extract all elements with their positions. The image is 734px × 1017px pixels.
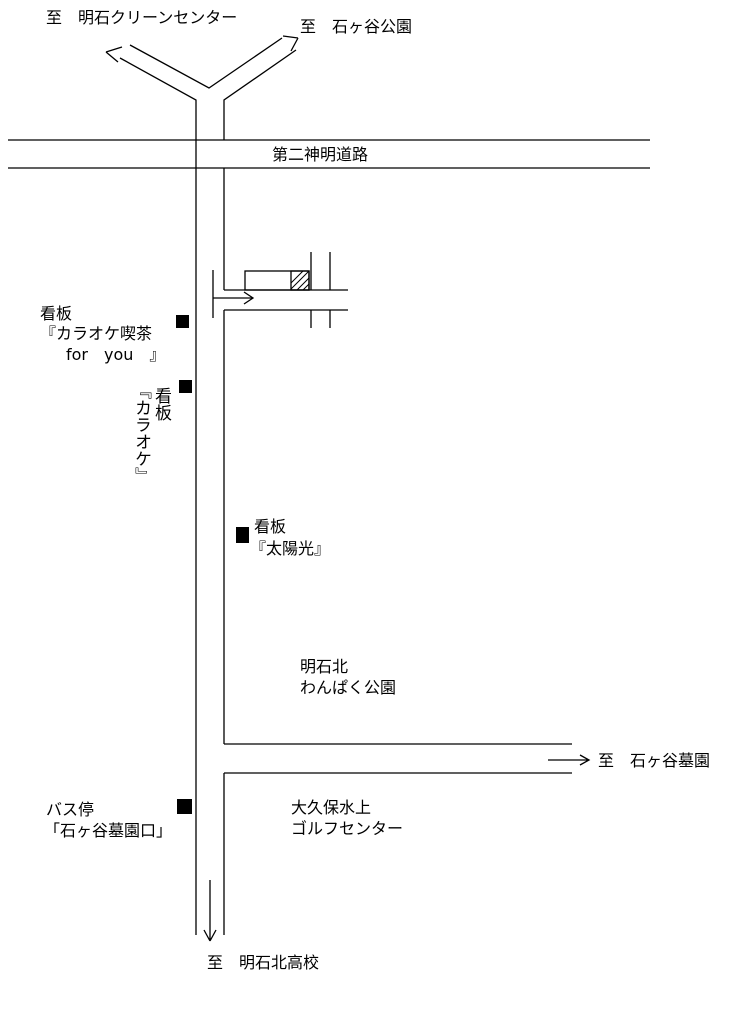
golf-label-line1: 大久保水上 [291,798,372,817]
hatch-lines [290,270,310,291]
sign-for-you-line1: 『カラオケ喫茶 [40,324,153,343]
sign-for-you-title: 看板 [40,304,73,323]
highway-label: 第二神明道路 [272,145,369,164]
sign-for-you-marker [176,315,189,328]
entrance-arrow [212,270,255,318]
south-arrow [203,880,217,942]
park-label-line2: わんぱく公園 [300,678,397,697]
bus-stop-marker [177,799,192,814]
golf-label-line2: ゴルフセンター [291,819,404,838]
destination-right-label: 至 石ヶ谷墓園 [598,751,711,770]
bus-stop-label-line1: バス停 [46,800,95,819]
destination-bottom-label: 至 明石北高校 [207,953,320,972]
sign-taiyoko-title: 看板 [254,517,287,536]
destination-top-left-label: 至 明石クリーンセンター [46,8,238,27]
fork-right-outer [223,49,297,110]
sign-karaoke-title: 看板 [151,387,171,421]
park-label-line1: 明石北 [300,657,349,676]
sign-taiyoko-marker [236,527,249,543]
bus-stop-label-line2: 「石ヶ谷墓園口」 [44,821,173,840]
sign-karaoke-marker [179,380,192,393]
destination-building-hatched [290,270,310,291]
fork-right-arrow [282,35,299,52]
fork-left-outer [119,57,197,110]
sign-karaoke-name: 『カラオケ』 [131,382,151,484]
fork-center [129,37,283,89]
sign-for-you-line2: for you 』 [50,345,166,364]
east-arrow [548,754,591,766]
sign-taiyoko-name: 『太陽光』 [250,539,331,558]
fork-left-arrow [105,46,123,63]
destination-top-right-label: 至 石ヶ谷公園 [300,17,413,36]
